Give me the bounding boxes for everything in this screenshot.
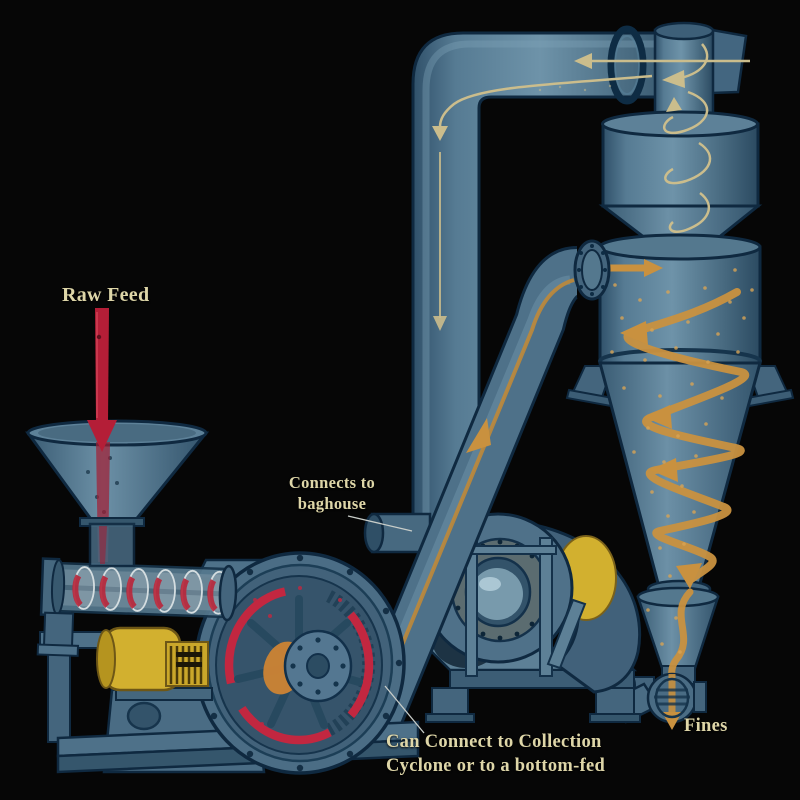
collection-label-line2: Cyclone or to a bottom-fed <box>386 756 606 776</box>
collection-label-line1: Can Connect to Collection <box>386 732 602 752</box>
flange-bolts <box>577 244 607 296</box>
baghouse-label: Connects to baghouse <box>264 472 400 514</box>
primary-cyclone <box>565 233 795 685</box>
gold-airflow-spiral <box>600 259 754 716</box>
airflow-arrows <box>432 43 750 331</box>
fines-label: Fines <box>684 716 728 736</box>
raw-feed-label: Raw Feed <box>62 284 150 306</box>
mill-red-specks <box>253 586 342 726</box>
raw-feed-arrow <box>87 308 117 452</box>
baghouse-outlet <box>363 512 432 554</box>
conveying-pipe <box>340 239 611 758</box>
feed-hopper <box>25 419 210 568</box>
centrifugal-blower <box>422 512 642 723</box>
baghouse-label-line1: Connects to <box>288 473 376 492</box>
dust-particles <box>610 268 754 654</box>
conveyed-feed <box>72 574 218 612</box>
pointer-lines <box>347 515 425 734</box>
screw-feeder <box>36 557 238 657</box>
pipe-dust-specks <box>538 84 612 92</box>
hub-bolts <box>290 637 346 695</box>
collection-cyclone-label: Can Connect to Collection Cyclone or to … <box>386 730 605 778</box>
baghouse-label-line2: baghouse <box>297 494 367 513</box>
mill-screen-ring <box>224 585 374 745</box>
mill-motor <box>96 626 213 701</box>
hammer-mill <box>194 551 406 775</box>
